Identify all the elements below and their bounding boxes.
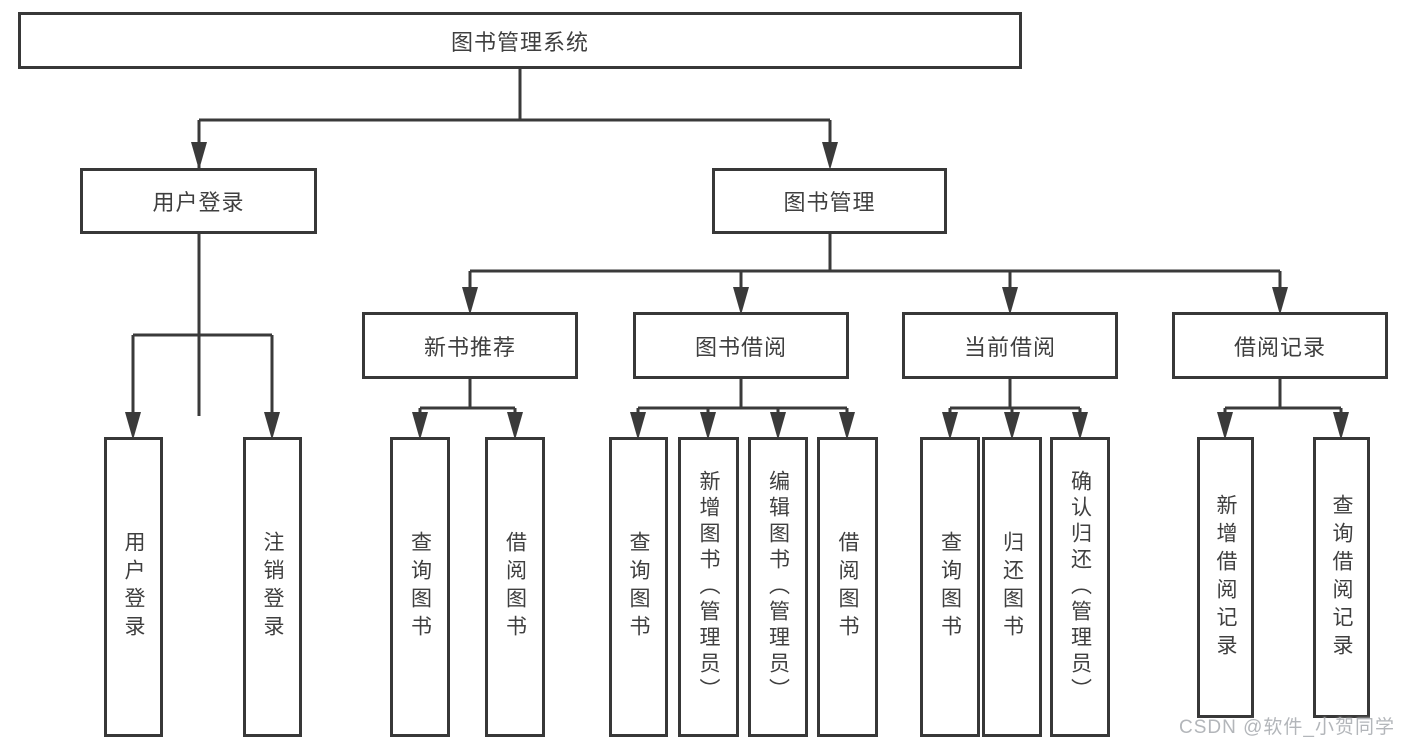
node-borrow-books-action: 借阅图书 — [817, 437, 878, 737]
node-logout-action: 注销登录 — [243, 437, 302, 737]
node-confirm-return-admin: 确认归还（管理员） — [1050, 437, 1110, 737]
node-search-borrow-record: 查询借阅记录 — [1313, 437, 1370, 718]
node-search-books-recommend: 查询图书 — [390, 437, 450, 737]
node-book-borrowing: 图书借阅 — [633, 312, 849, 379]
node-borrowing-records: 借阅记录 — [1172, 312, 1388, 379]
node-borrow-books-recommend: 借阅图书 — [485, 437, 545, 737]
node-add-books-admin: 新增图书（管理员） — [678, 437, 739, 737]
node-user-login: 用户登录 — [80, 168, 317, 234]
node-user-login-action: 用户登录 — [104, 437, 163, 737]
node-add-borrow-record: 新增借阅记录 — [1197, 437, 1254, 718]
node-search-books-current: 查询图书 — [920, 437, 980, 737]
node-edit-books-admin: 编辑图书（管理员） — [748, 437, 808, 737]
node-return-books: 归还图书 — [982, 437, 1042, 737]
watermark: CSDN @软件_小贺同学 — [1179, 717, 1395, 738]
node-search-books-borrowing: 查询图书 — [609, 437, 668, 737]
node-book-management: 图书管理 — [712, 168, 947, 234]
node-new-book-recommendation: 新书推荐 — [362, 312, 578, 379]
node-library-management-system: 图书管理系统 — [18, 12, 1022, 69]
node-current-borrowing: 当前借阅 — [902, 312, 1118, 379]
